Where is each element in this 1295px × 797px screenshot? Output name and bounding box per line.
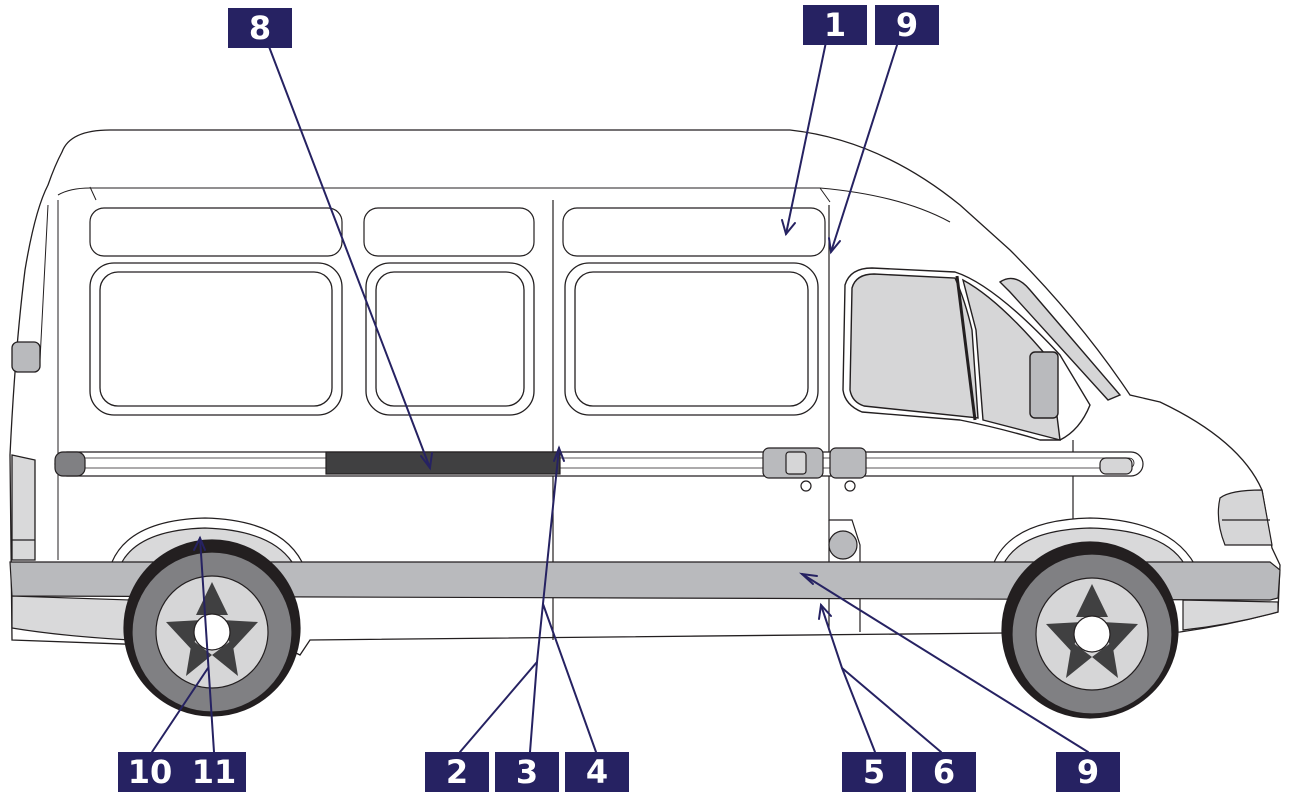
callout-9-bottom: 9 bbox=[1056, 752, 1120, 792]
callout-4: 4 bbox=[565, 752, 629, 792]
cab-window bbox=[843, 268, 1120, 440]
callout-6: 6 bbox=[912, 752, 976, 792]
callout-3: 3 bbox=[495, 752, 559, 792]
rear-wheel bbox=[124, 540, 300, 716]
callout-11: 11 bbox=[182, 752, 246, 792]
leader-line-6 bbox=[842, 668, 941, 752]
callout-1: 1 bbox=[803, 5, 867, 45]
upper-window-strips bbox=[90, 208, 825, 256]
callout-10: 10 bbox=[118, 752, 182, 792]
callout-8: 8 bbox=[228, 8, 292, 48]
fuel-cap bbox=[829, 531, 857, 559]
side-windows bbox=[90, 263, 818, 415]
front-lights bbox=[1218, 490, 1272, 545]
front-wheel bbox=[1002, 542, 1178, 718]
leader-line-2 bbox=[460, 662, 537, 752]
callout-5: 5 bbox=[842, 752, 906, 792]
callout-2: 2 bbox=[425, 752, 489, 792]
callout-9-top: 9 bbox=[875, 5, 939, 45]
